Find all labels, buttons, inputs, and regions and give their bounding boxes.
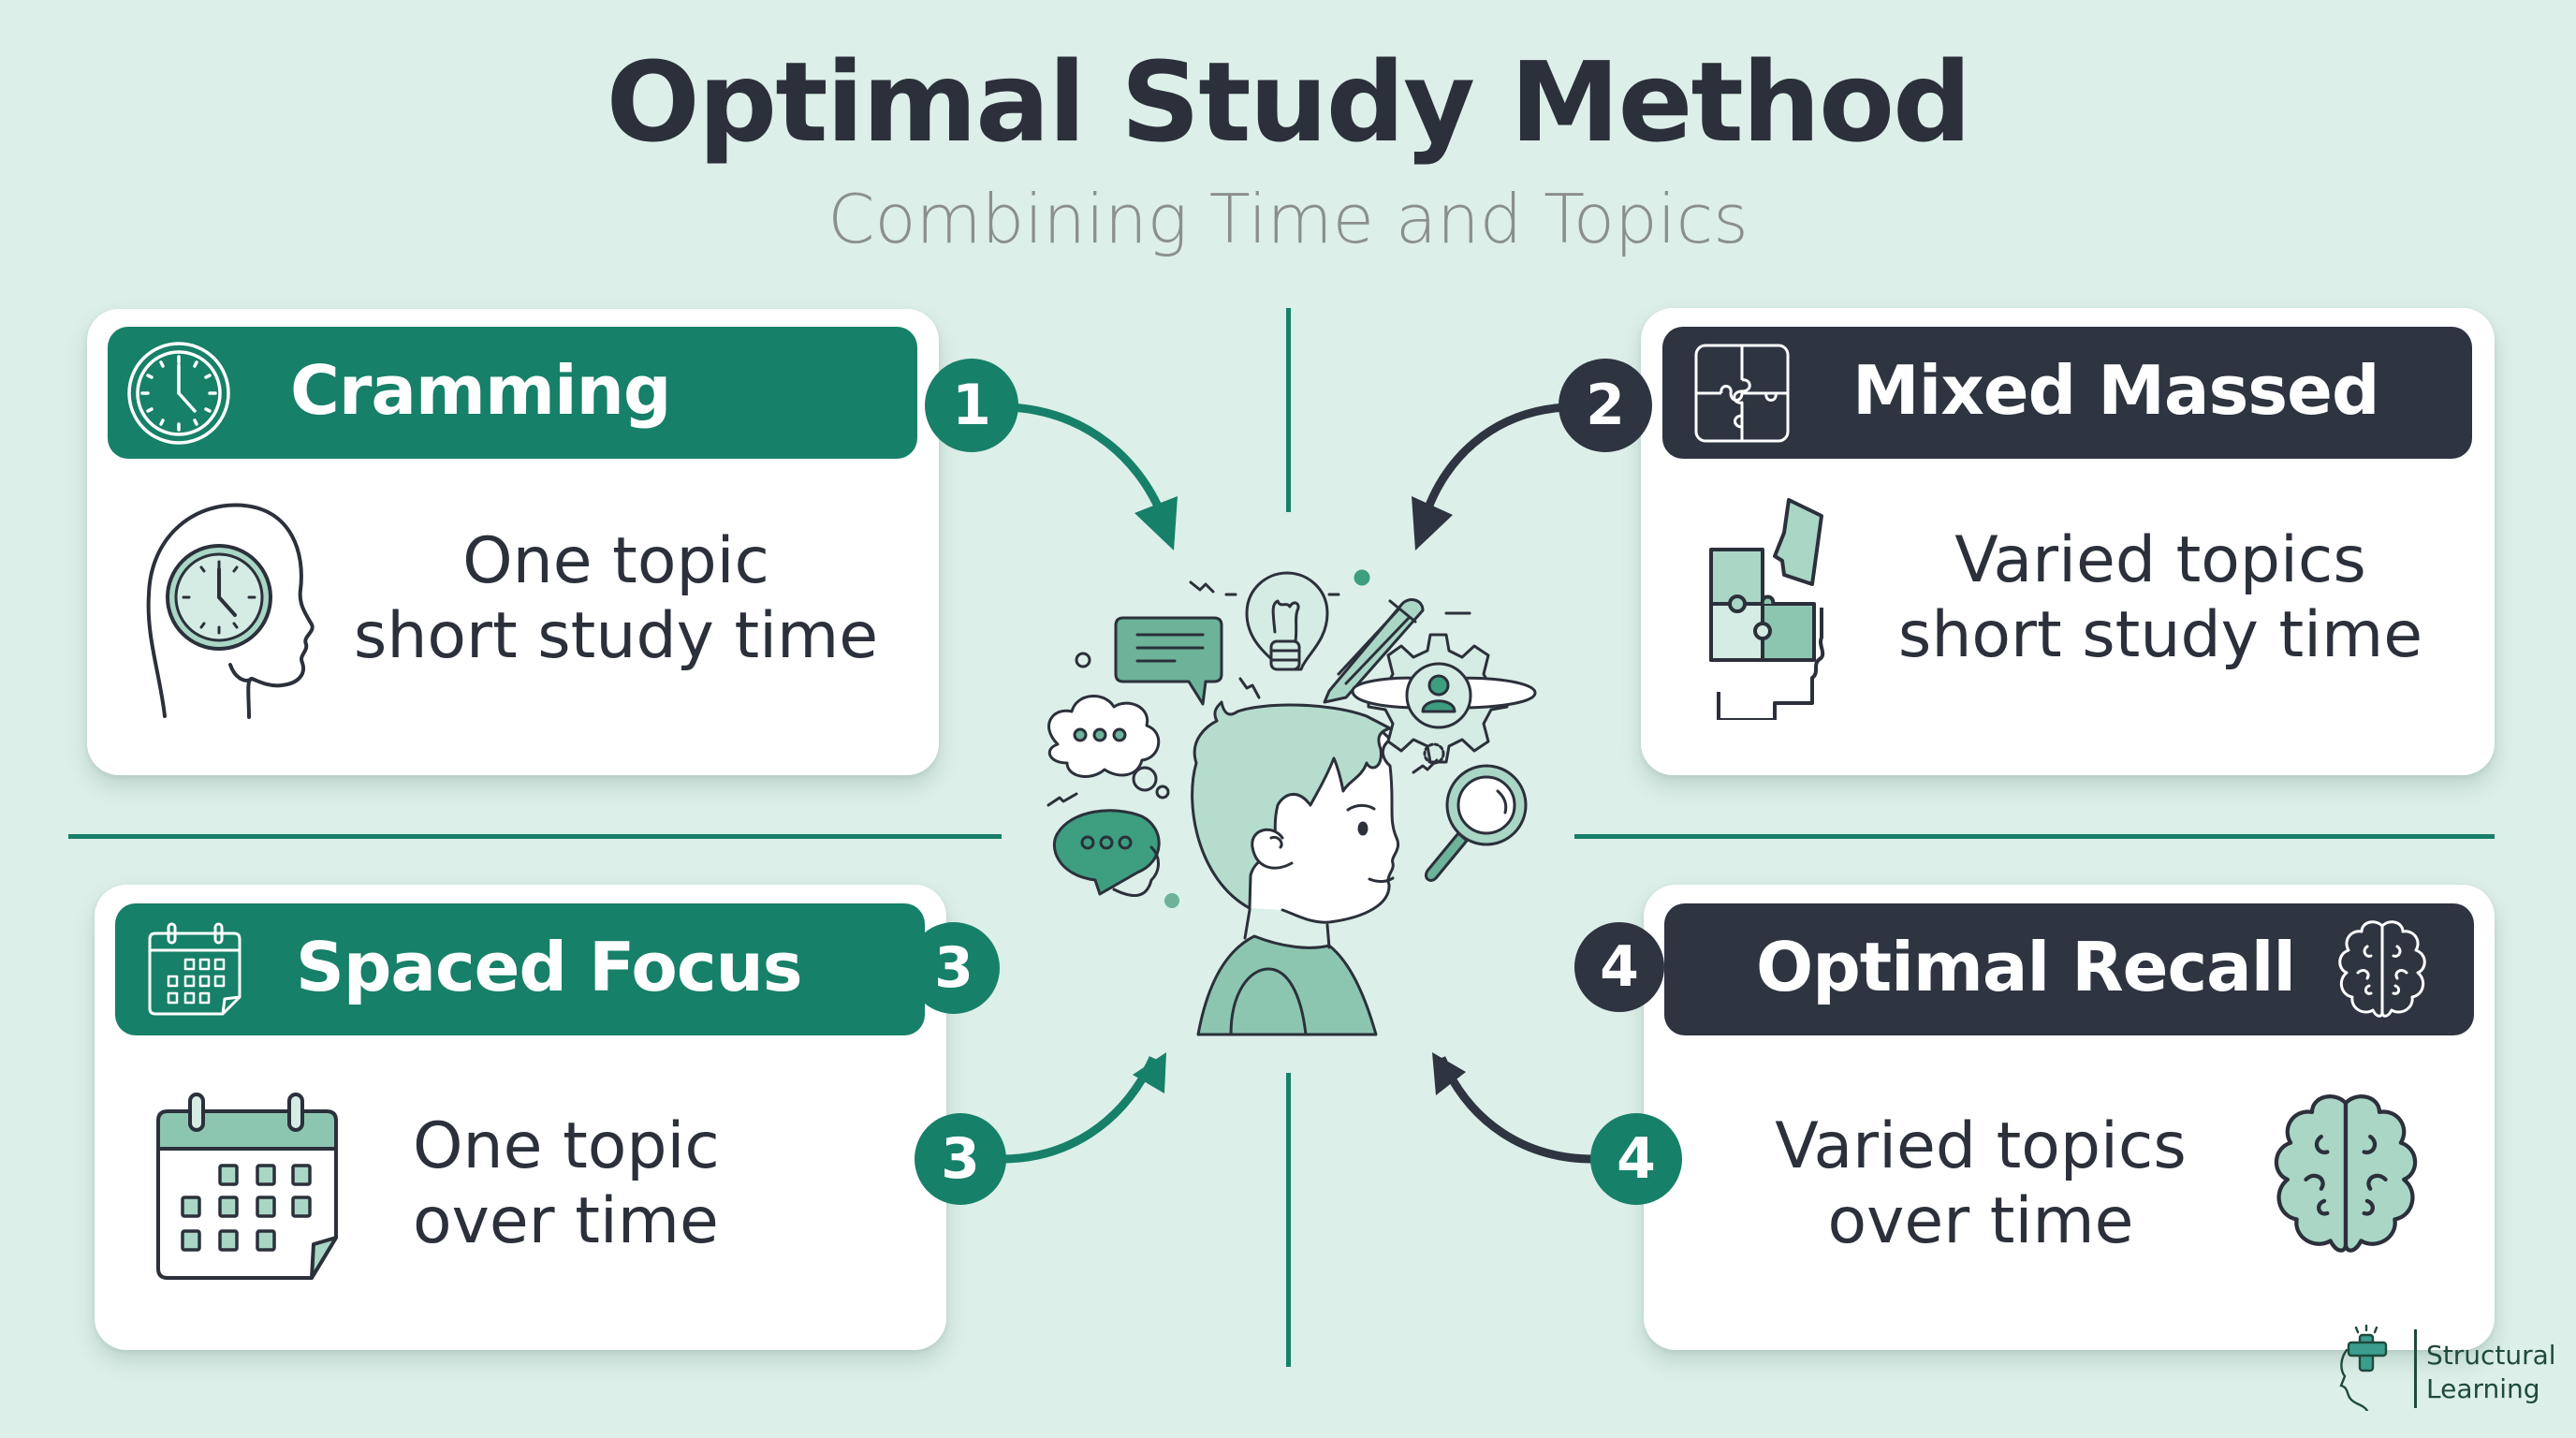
card-cramming-line1: One topic: [462, 524, 769, 598]
card-mixed-massed: Mixed Massed Varied topics short study t…: [1641, 308, 2495, 775]
lightbulb-icon: [1245, 571, 1329, 671]
card-cramming-line2: short study time: [353, 599, 879, 673]
card-spaced-focus: Spaced Focus One topic over time: [95, 885, 946, 1350]
step-badge-3-connector: 3: [915, 1113, 1006, 1205]
card-mixed-massed-header: Mixed Massed: [1662, 327, 2472, 459]
page-title: Optimal Study Method: [606, 37, 1971, 167]
page-subtitle: Combining Time and Topics: [827, 180, 1749, 258]
card-spaced-focus-line1: One topic: [413, 1109, 720, 1183]
head-puzzle-icon: [1690, 495, 1859, 722]
brain-large-icon: [2261, 1091, 2430, 1259]
logo-line2: Learning: [2426, 1373, 2540, 1404]
card-optimal-recall-line2: over time: [1827, 1184, 2134, 1258]
calendar-icon: [146, 920, 243, 1018]
step-badge-4-connector: 4: [1590, 1113, 1682, 1205]
card-spaced-focus-line2: over time: [413, 1184, 719, 1258]
card-optimal-recall: Optimal Recall Varied topics over time: [1644, 885, 2495, 1350]
step-badge-3-header: 3: [908, 922, 1000, 1014]
thought-cloud-icon: [1047, 695, 1170, 800]
step-badge-1: 1: [925, 359, 1018, 452]
card-mixed-massed-line1: Varied topics: [1954, 523, 2366, 597]
speech-bubble-lines-icon: [1114, 616, 1223, 706]
logo-head-icon: [2335, 1322, 2406, 1413]
card-spaced-focus-header: Spaced Focus: [115, 903, 925, 1035]
divider-right-horizontal: [1574, 834, 2495, 839]
card-optimal-recall-description: Varied topics over time: [1737, 1109, 2224, 1259]
logo-text: Structural Learning: [2426, 1339, 2556, 1406]
puzzle-icon: [1693, 343, 1791, 444]
card-cramming-description: One topic short study time: [344, 524, 887, 674]
card-mixed-massed-title: Mixed Massed: [1852, 351, 2380, 430]
brain-icon: [2334, 918, 2431, 1021]
clock-icon: [126, 341, 231, 446]
speech-bubble-dots-icon: [1052, 809, 1179, 908]
calendar-large-icon: [153, 1093, 340, 1280]
card-mixed-massed-description: Varied topics short study time: [1870, 523, 2451, 673]
divider-left-horizontal: [68, 834, 1002, 839]
logo-line1: Structural: [2426, 1340, 2556, 1371]
logo-separator: [2414, 1329, 2417, 1408]
gear-person-icon: [1351, 633, 1537, 764]
pencil-icon: [1323, 598, 1425, 704]
step-badge-2: 2: [1559, 359, 1652, 452]
card-optimal-recall-header: Optimal Recall: [1664, 903, 2474, 1035]
card-optimal-recall-title: Optimal Recall: [1756, 928, 2296, 1006]
step-badge-4-header: 4: [1574, 922, 1664, 1012]
center-illustration: [1046, 569, 1537, 1036]
card-cramming: Cramming One topic short study time: [87, 309, 939, 775]
card-spaced-focus-title: Spaced Focus: [296, 928, 803, 1006]
card-cramming-header: Cramming: [108, 327, 917, 459]
magnifier-icon: [1424, 764, 1528, 882]
divider-top-vertical: [1286, 308, 1291, 512]
card-optimal-recall-line1: Varied topics: [1775, 1109, 2187, 1183]
head-clock-icon: [141, 496, 329, 721]
card-cramming-title: Cramming: [290, 351, 671, 430]
shirt: [1196, 934, 1378, 1036]
divider-bottom-vertical: [1286, 1073, 1291, 1367]
card-spaced-focus-description: One topic over time: [413, 1109, 750, 1259]
structural-learning-logo: Structural Learning: [2335, 1322, 2560, 1416]
card-mixed-massed-line2: short study time: [1897, 598, 2423, 672]
